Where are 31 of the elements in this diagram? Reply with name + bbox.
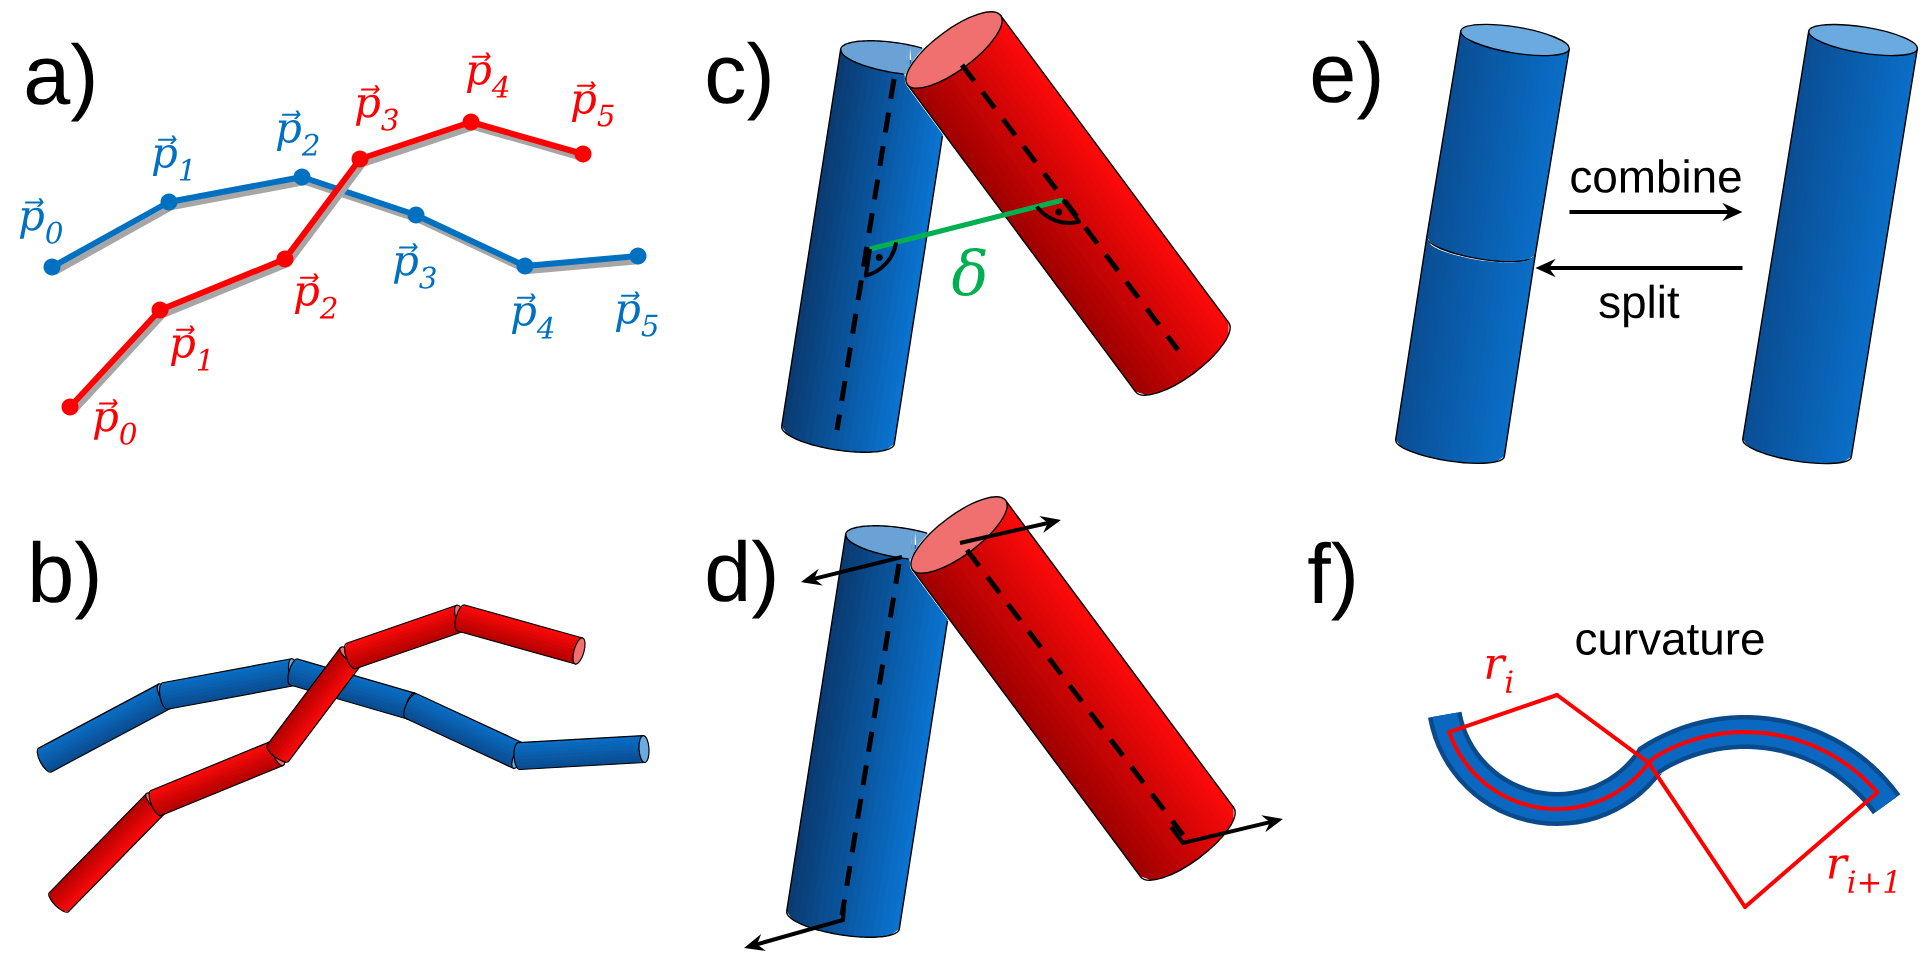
panel-label: c)	[707, 41, 770, 121]
point-label: p⃗$_{5}$	[615, 291, 658, 337]
radius-label: r$_{i+1}$	[1828, 855, 1896, 893]
point-label: p⃗$_{3}$	[393, 243, 436, 289]
panel-label: e)	[1312, 40, 1380, 120]
point-label: p⃗$_{0}$	[19, 198, 62, 244]
cylinder	[1394, 236, 1537, 464]
distance-label: δ	[952, 247, 986, 297]
point-label: p⃗$_{0}$	[93, 399, 136, 445]
point-label: p⃗$_{5}$	[571, 81, 614, 127]
point-label: p⃗$_{1}$	[152, 135, 191, 181]
cylinder	[785, 525, 949, 938]
panel-caption: curvature	[1576, 624, 1764, 656]
edge-label: combine	[1571, 159, 1741, 193]
point-label: p⃗$_{2}$	[276, 110, 319, 156]
panel-label: f)	[1308, 541, 1354, 621]
panel-label: d)	[707, 539, 775, 619]
cylinder	[910, 496, 1236, 881]
point-label: p⃗$_{1}$	[170, 325, 209, 371]
radius-label: r$_{i}$	[1486, 655, 1513, 693]
panel-label: b)	[32, 540, 98, 620]
edge-label: split	[1599, 284, 1680, 328]
point-label: p⃗$_{2}$	[294, 273, 337, 319]
point-label: p⃗$_{4}$	[466, 52, 509, 98]
point-label: p⃗$_{3}$	[355, 85, 398, 131]
cylinder	[780, 40, 944, 453]
panel-label: a)	[26, 42, 94, 122]
cylinder	[905, 11, 1231, 396]
cylinder	[1742, 23, 1918, 465]
point-label: p⃗$_{4}$	[511, 293, 554, 339]
cylinder	[1426, 23, 1570, 263]
